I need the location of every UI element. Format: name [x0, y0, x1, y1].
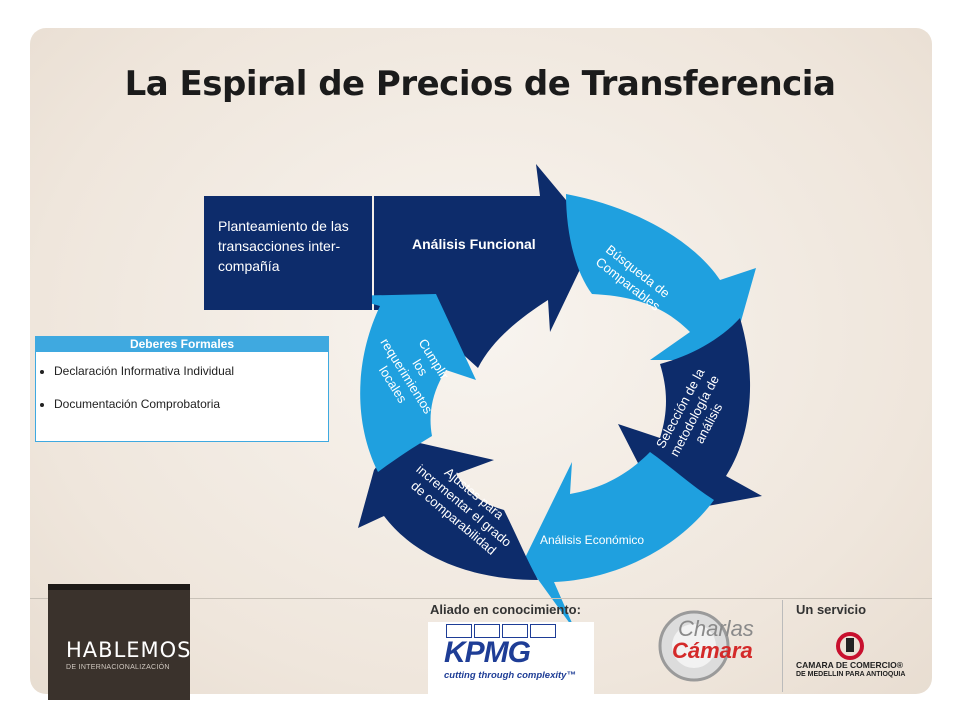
ajustes-segment [358, 438, 538, 580]
footer-separator [782, 600, 783, 692]
hablemos-title: HABLEMOS [66, 638, 192, 662]
planteamiento-box [204, 196, 372, 310]
charlas-text: Charlas [678, 616, 754, 641]
page-title: La Espiral de Precios de Transferencia [124, 64, 836, 104]
analisis-economico-label: Análisis Económico [540, 533, 645, 547]
charlas-camara-logo: Charlas Cámara [654, 606, 772, 692]
analisis-economico-segment [524, 452, 714, 632]
camara-text: Cámara [672, 638, 753, 663]
list-item: Declaración Informativa Individual [54, 364, 328, 378]
hablemos-subtitle: DE INTERNACIONALIZACIÓN [66, 664, 170, 671]
speech-bubble-icon [658, 610, 730, 682]
busqueda-segment [566, 194, 756, 360]
deberes-list: Declaración Informativa Individual Docum… [36, 364, 328, 411]
servicio-label: Un servicio [796, 602, 867, 617]
analisis-funcional-label: Análisis Funcional [412, 236, 536, 252]
hablemos-logo: HABLEMOS DE INTERNACIONALIZACIÓN [48, 584, 192, 700]
kpmg-squares-icon [446, 624, 558, 643]
cumplir-segment [344, 294, 476, 472]
kpmg-tagline: cutting through complexity™ [444, 670, 576, 681]
deberes-formales-box: Deberes Formales Declaración Informativa… [35, 336, 329, 442]
footer-divider [30, 598, 932, 599]
aliado-label: Aliado en conocimiento: [430, 602, 581, 617]
camara-name: CAMARA DE COMERCIO® [796, 660, 904, 670]
deberes-header: Deberes Formales [36, 337, 328, 352]
kpmg-wordmark: KPMG [444, 636, 531, 669]
list-item: Documentación Comprobatoria [54, 397, 328, 411]
planteamiento-label: Planteamiento de las transacciones inter… [218, 218, 349, 274]
kpmg-logo: KPMG cutting through complexity™ [428, 622, 594, 694]
camara-subname: DE MEDELLIN PARA ANTIOQUIA [796, 671, 906, 678]
camara-comercio-icon [836, 632, 864, 660]
